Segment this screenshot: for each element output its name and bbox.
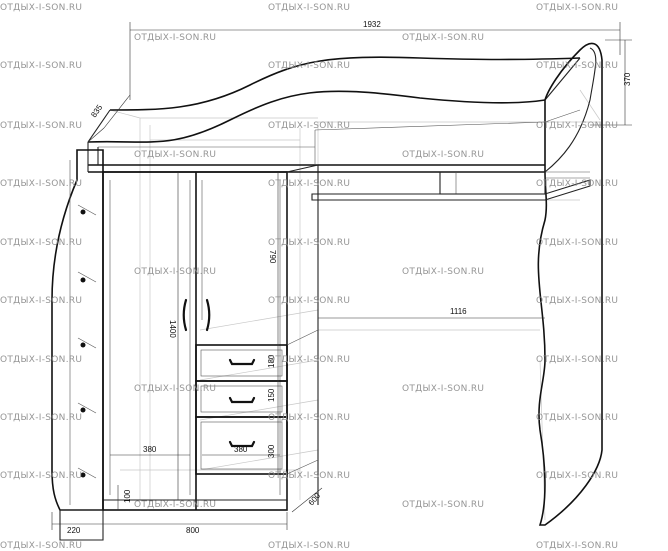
watermark: ОТДЫХ-I-SON.RU — [402, 150, 484, 160]
dimension-lines — [51, 22, 632, 530]
back-wavy-rail — [109, 56, 581, 111]
drawer-1-handle-icon — [228, 358, 256, 366]
watermark: ОТДЫХ-I-SON.RU — [0, 179, 82, 189]
left-door-handle-icon — [182, 298, 188, 332]
watermark: ОТДЫХ-I-SON.RU — [268, 541, 350, 551]
right-door-handle-icon — [205, 298, 211, 332]
watermark: ОТДЫХ-I-SON.RU — [0, 238, 82, 248]
drawer-3-handle-icon — [228, 440, 256, 448]
watermark: ОТДЫХ-I-SON.RU — [536, 238, 618, 248]
watermark: ОТДЫХ-I-SON.RU — [134, 33, 216, 43]
dim-total-width: 1932 — [363, 20, 381, 29]
dim-stairs-220: 220 — [67, 526, 81, 535]
dim-plinth-100: 100 — [123, 489, 132, 503]
dim-height-790: 790 — [268, 250, 277, 264]
dim-shelf-380-right: 380 — [234, 445, 248, 454]
dim-shelf-380-left: 380 — [143, 445, 157, 454]
watermark: ОТДЫХ-I-SON.RU — [402, 267, 484, 277]
drawer-2-handle-icon — [228, 396, 256, 404]
watermark: ОТДЫХ-I-SON.RU — [134, 500, 216, 510]
watermark: ОТДЫХ-I-SON.RU — [536, 296, 618, 306]
watermark: ОТДЫХ-I-SON.RU — [0, 296, 82, 306]
watermark: ОТДЫХ-I-SON.RU — [0, 3, 82, 13]
watermark: ОТДЫХ-I-SON.RU — [134, 267, 216, 277]
dim-desk-length: 1116 — [450, 307, 467, 316]
watermark: ОТДЫХ-I-SON.RU — [268, 121, 350, 131]
watermark: ОТДЫХ-I-SON.RU — [536, 541, 618, 551]
watermark: ОТДЫХ-I-SON.RU — [536, 179, 618, 189]
dim-drawer-300: 300 — [267, 444, 276, 458]
watermark: ОТДЫХ-I-SON.RU — [0, 541, 82, 551]
dim-top-height: 370 — [623, 72, 632, 86]
drawers — [195, 329, 319, 475]
wardrobe — [102, 164, 319, 511]
watermark: ОТДЫХ-I-SON.RU — [268, 179, 350, 189]
watermark: ОТДЫХ-I-SON.RU — [268, 61, 350, 71]
right-panel-outline — [537, 42, 603, 526]
watermark: ОТДЫХ-I-SON.RU — [0, 355, 82, 365]
desktop — [311, 179, 591, 201]
watermark: ОТДЫХ-I-SON.RU — [268, 471, 350, 481]
step-pegs — [77, 204, 97, 479]
dim-depth: 835 — [89, 103, 104, 120]
dim-base-600: 600 — [307, 491, 323, 507]
desk-shelf — [311, 171, 591, 201]
watermark: ОТДЫХ-I-SON.RU — [536, 355, 618, 365]
watermark: ОТДЫХ-I-SON.RU — [536, 3, 618, 13]
watermark: ОТДЫХ-I-SON.RU — [268, 355, 350, 365]
watermark: ОТДЫХ-I-SON.RU — [268, 238, 350, 248]
watermark: ОТДЫХ-I-SON.RU — [402, 500, 484, 510]
watermark: ОТДЫХ-I-SON.RU — [0, 413, 82, 423]
watermark: ОТДЫХ-I-SON.RU — [402, 384, 484, 394]
wardrobe-body — [102, 171, 288, 511]
watermarks: ОТДЫХ-I-SON.RU ОТДЫХ-I-SON.RU ОТДЫХ-I-SO… — [0, 3, 618, 551]
dim-drawer-150: 150 — [267, 388, 276, 402]
right-side-panel — [537, 42, 603, 526]
dim-wardrobe-800: 800 — [186, 526, 200, 535]
watermark: ОТДЫХ-I-SON.RU — [268, 413, 350, 423]
watermark: ОТДЫХ-I-SON.RU — [536, 413, 618, 423]
watermark: ОТДЫХ-I-SON.RU — [268, 3, 350, 13]
watermark: ОТДЫХ-I-SON.RU — [268, 296, 350, 306]
dimension-labels: 1932 370 835 1400 790 1116 180 150 300 3… — [67, 20, 632, 535]
dim-drawer-180: 180 — [267, 354, 276, 368]
front-wavy-rail — [87, 90, 546, 143]
watermark: ОТДЫХ-I-SON.RU — [0, 61, 82, 71]
watermark: ОТДЫХ-I-SON.RU — [536, 471, 618, 481]
stairs-outline — [51, 149, 104, 511]
stairs — [51, 149, 104, 541]
watermark: ОТДЫХ-I-SON.RU — [0, 471, 82, 481]
watermark: ОТДЫХ-I-SON.RU — [134, 384, 216, 394]
drawer-3 — [195, 416, 288, 475]
watermark: ОТДЫХ-I-SON.RU — [536, 121, 618, 131]
watermark: ОТДЫХ-I-SON.RU — [402, 33, 484, 43]
watermark: ОТДЫХ-I-SON.RU — [0, 121, 82, 131]
dim-height-1400: 1400 — [168, 320, 177, 338]
watermark: ОТДЫХ-I-SON.RU — [134, 150, 216, 160]
watermark: ОТДЫХ-I-SON.RU — [536, 61, 618, 71]
